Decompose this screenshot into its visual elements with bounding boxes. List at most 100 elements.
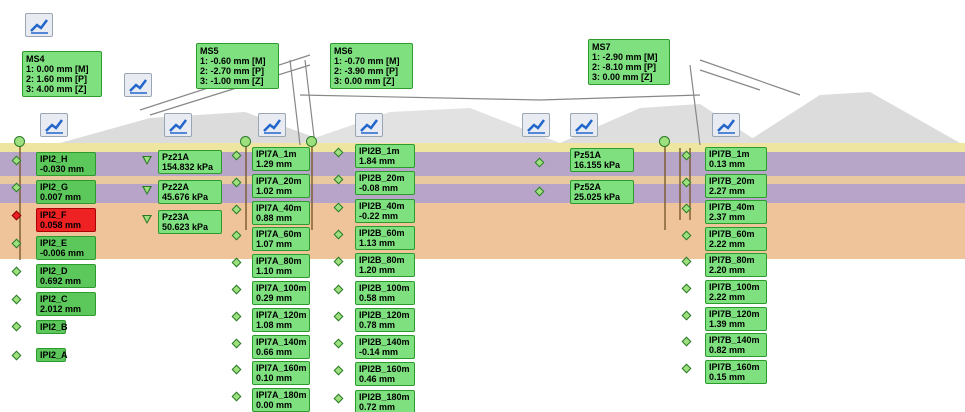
ipi7a-sensor-value: 1.08 mm — [256, 319, 293, 330]
ipi7b-sensor-value: 2.22 mm — [709, 292, 746, 302]
circle-marker-icon[interactable] — [659, 136, 670, 147]
ipi2b-sensor-box[interactable]: IPI2B_20m-0.08 mm — [355, 171, 415, 196]
ipi2-h-box[interactable]: IPI2_H-0.030 mm — [36, 152, 96, 176]
chart-button-ipi7a[interactable] — [258, 113, 286, 137]
ipi7a-sensor-name: IPI7A_1m — [256, 149, 297, 159]
pz21a-value: 154.832 kPa — [162, 162, 214, 172]
pz52a-name: Pz52A — [574, 182, 602, 192]
ipi7a-sensor-value: 0.00 mm — [256, 400, 293, 411]
stockpile-mound-4 — [745, 92, 960, 143]
chart-trend-icon — [717, 119, 735, 134]
ipi2-e-name: IPI2_E — [40, 238, 68, 248]
chart-button-pz2[interactable] — [164, 113, 192, 137]
triangle-marker-icon — [142, 215, 152, 224]
chart-trend-icon — [45, 119, 63, 134]
ipi7b-sensor-name: IPI7B_100m — [709, 282, 760, 292]
chart-button-ms4[interactable] — [25, 13, 53, 37]
chart-button-ipi2[interactable] — [40, 113, 68, 137]
circle-marker-icon[interactable] — [14, 136, 25, 147]
ipi7a-sensor-name: IPI7A_140m — [256, 336, 307, 347]
ipi2-g-value: 0.007 mm — [40, 192, 82, 202]
circle-marker-icon[interactable] — [240, 136, 251, 147]
ms4-box[interactable]: MS4 1: 0.00 mm [M] 2: 1.60 mm [P] 3: 4.0… — [22, 51, 102, 97]
chart-button-ms7[interactable] — [570, 113, 598, 137]
ipi7a-sensor-name: IPI7A_20m — [256, 175, 302, 186]
chart-button-ipi7b[interactable] — [712, 113, 740, 137]
pz51a-value: 16.155 kPa — [574, 160, 621, 170]
ms7-box[interactable]: MS7 1: -2.90 mm [M] 2: -8.10 mm [P] 3: 0… — [588, 39, 670, 85]
ipi2b-sensor-value: 1.13 mm — [359, 237, 396, 248]
ms5-box[interactable]: MS5 1: -0.60 mm [M] 2: -2.70 mm [P] 3: -… — [196, 43, 279, 89]
ipi2b-sensor-name: IPI2B_40m — [359, 200, 405, 211]
ipi2b-sensor-box[interactable]: IPI2B_140m-0.14 mm — [355, 335, 415, 360]
ipi7a-sensor-name: IPI7A_80m — [256, 256, 302, 267]
ipi2b-sensor-name: IPI2B_160m — [359, 364, 410, 375]
ipi2-a-name: IPI2_A — [40, 350, 68, 360]
ipi7b-sensor-value: 2.37 mm — [709, 212, 746, 223]
ms6-box[interactable]: MS6 1: -0.70 mm [M] 2: -3.90 mm [P] 3: 0… — [330, 43, 413, 89]
pz21a-name: Pz21A — [162, 152, 190, 162]
ipi2-e-box[interactable]: IPI2_E-0.006 mm — [36, 236, 96, 260]
circle-marker-icon[interactable] — [306, 136, 317, 147]
ipi2b-sensor-name: IPI2B_20m — [359, 173, 405, 184]
chart-button-ipi2b[interactable] — [355, 113, 383, 137]
pz23a-name: Pz23A — [162, 212, 190, 222]
ipi7a-sensor-value: 1.07 mm — [256, 239, 293, 250]
ipi2-a-box[interactable]: IPI2_A — [36, 348, 68, 362]
ipi2b-sensor-value: -0.22 mm — [359, 210, 399, 221]
ipi2-e-value: -0.006 mm — [40, 248, 85, 258]
ipi2-b-box[interactable]: IPI2_B — [36, 320, 68, 334]
ipi7b-sensor-value: 2.27 mm — [709, 185, 746, 196]
chart-button-ms5[interactable] — [124, 73, 152, 97]
ipi2b-sensor-name: IPI2B_60m — [359, 227, 405, 238]
soil-layer-tan — [0, 176, 965, 184]
ipi7a-sensor-value: 1.29 mm — [256, 159, 293, 169]
ipi7b-sensor-value: 2.20 mm — [709, 265, 746, 276]
chart-button-pz51[interactable] — [522, 113, 550, 137]
ipi2-d-value: 0.692 mm — [40, 276, 82, 286]
ms6-name: MS6 — [334, 46, 353, 56]
ipi2b-sensor-value: -0.14 mm — [359, 347, 399, 358]
ms7-line3: 3: 0.00 mm [Z] — [592, 72, 653, 82]
ms7-line2: 2: -8.10 mm [P] — [592, 62, 657, 72]
ipi2b-sensor-box[interactable]: IPI2B_40m-0.22 mm — [355, 198, 415, 223]
ipi2-b-name: IPI2_B — [40, 322, 68, 332]
ipi7a-sensor-value: 0.10 mm — [256, 373, 293, 384]
ipi7a-sensor-value: 0.66 mm — [256, 346, 293, 357]
